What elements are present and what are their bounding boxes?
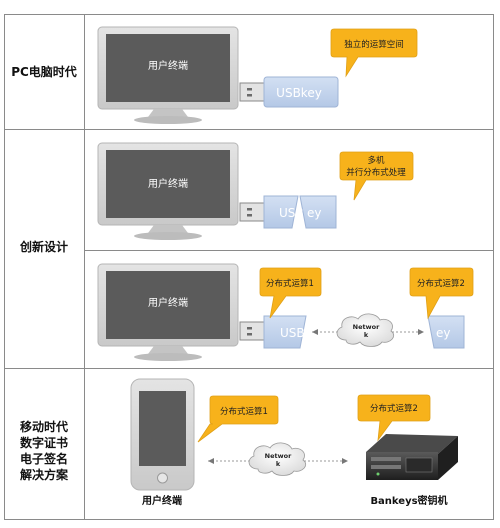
network-cloud-1: Networ k (336, 313, 395, 347)
callout-independent-space: 独立的运算空间 (330, 28, 418, 78)
monitor-1: 用户终端 (97, 26, 239, 124)
callout-dist-op-2-row3-text: 分布式运算2 (417, 278, 465, 289)
usbkey-1: USBkey (239, 76, 339, 108)
row-label-innovation: 创新设计 (19, 239, 68, 254)
network-cloud-2-line-2: k (276, 460, 281, 468)
server-label: Bankeys密钥机 (370, 494, 447, 507)
usbkey-2-left-text: USB (279, 206, 304, 220)
callout-dist-op-1-row3: 分布式运算1 (259, 267, 322, 319)
usbkey-2-right-text: ey (307, 206, 321, 220)
row-label-mobile-line-4: 解决方案 (20, 467, 69, 482)
callout-dist-op-2-row4: 分布式运算2 (357, 394, 431, 442)
table-grid (4, 14, 494, 520)
callout-multi-machine: 多机 并行分布式处理 (339, 151, 414, 201)
callout-dist-op-1-row4-text: 分布式运算1 (220, 406, 268, 417)
monitor-3: 用户终端 (97, 263, 239, 361)
server (366, 434, 458, 480)
network-cloud-2-line-1: Networ (265, 452, 292, 460)
monitor-2-label: 用户终端 (148, 177, 188, 190)
row-label-mobile-line-1: 移动时代 (20, 419, 68, 434)
row-label-pc-era: PC电脑时代 (11, 64, 77, 79)
callout-independent-space-text: 独立的运算空间 (344, 39, 404, 50)
usbkey-3-right-text: ey (436, 326, 450, 340)
usbkey-2-split: USB ey (239, 195, 337, 229)
row-label-mobile-line-2: 数字证书 (20, 435, 68, 450)
monitor-1-label: 用户终端 (148, 59, 188, 72)
callout-dist-op-2-row3: 分布式运算2 (409, 267, 474, 320)
network-cloud-1-line-2: k (364, 331, 369, 339)
callout-multi-machine-line-1: 多机 (367, 155, 385, 166)
callout-dist-op-1-row3-text: 分布式运算1 (266, 278, 314, 289)
network-cloud-2: Networ k (248, 442, 307, 476)
row-label-mobile-era: 移动时代 数字证书 电子签名 解决方案 (20, 419, 69, 482)
usbkey-1-label: USBkey (276, 86, 322, 100)
network-cloud-1-line-1: Networ (353, 323, 380, 331)
phone-label: 用户终端 (141, 494, 182, 507)
usbkey-3-split: USB ey (239, 315, 465, 349)
monitor-3-label: 用户终端 (148, 296, 188, 309)
phone (130, 378, 195, 491)
usbkey-3-left-text: USB (280, 326, 305, 340)
callout-multi-machine-line-2: 并行分布式处理 (346, 167, 406, 178)
callout-dist-op-2-row4-text: 分布式运算2 (370, 403, 418, 414)
row-label-mobile-line-3: 电子签名 (20, 451, 68, 466)
monitor-2: 用户终端 (97, 142, 239, 240)
callout-dist-op-1-row4: 分布式运算1 (197, 395, 279, 443)
